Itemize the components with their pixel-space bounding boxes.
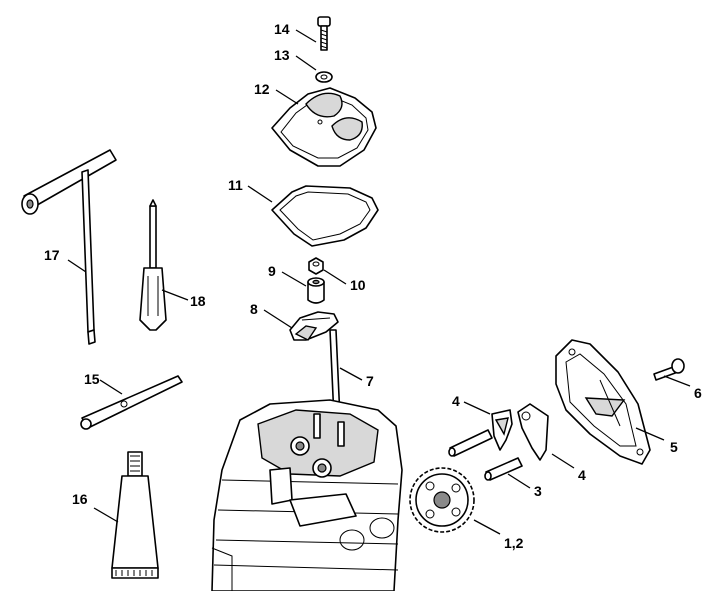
part-9-sleeve[interactable] bbox=[307, 277, 325, 304]
part-14-screw[interactable] bbox=[317, 16, 331, 51]
part-4-lever-a[interactable] bbox=[491, 409, 513, 451]
part-11-gasket[interactable] bbox=[271, 185, 379, 247]
callout-15: 15 bbox=[84, 371, 100, 387]
callout-7: 7 bbox=[366, 373, 374, 389]
part-15-spanner-tool[interactable] bbox=[80, 375, 183, 430]
callout-10: 10 bbox=[350, 277, 366, 293]
part-4-lever-b[interactable] bbox=[517, 403, 549, 461]
callout-14: 14 bbox=[274, 21, 290, 37]
part-13-washer[interactable] bbox=[315, 71, 333, 83]
part-6-screw[interactable] bbox=[653, 358, 685, 381]
leader-lines bbox=[67, 29, 691, 535]
part-3-pin[interactable] bbox=[484, 457, 523, 481]
callout-17: 17 bbox=[44, 247, 60, 263]
part-8-rocker-arm[interactable] bbox=[289, 311, 339, 341]
part-pin-a[interactable] bbox=[448, 429, 493, 457]
part-1-2-gear[interactable] bbox=[409, 467, 475, 533]
callout-13: 13 bbox=[274, 47, 290, 63]
callout-labels: 14 13 12 11 9 10 8 7 17 18 15 16 4 4 3 1… bbox=[44, 21, 702, 551]
part-17-t-wrench[interactable] bbox=[21, 149, 117, 345]
callout-8: 8 bbox=[250, 301, 258, 317]
part-12-valve-cover[interactable] bbox=[271, 87, 377, 167]
callout-5: 5 bbox=[670, 439, 678, 455]
callout-4-lower: 4 bbox=[578, 467, 586, 483]
callout-1-2: 1,2 bbox=[504, 535, 524, 551]
callout-4-upper: 4 bbox=[452, 393, 460, 409]
part-18-screwdriver[interactable] bbox=[139, 199, 167, 331]
callout-16: 16 bbox=[72, 491, 88, 507]
part-10-nut[interactable] bbox=[308, 257, 324, 275]
callout-6: 6 bbox=[694, 385, 702, 401]
callout-12: 12 bbox=[254, 81, 270, 97]
callout-18: 18 bbox=[190, 293, 206, 309]
callout-3: 3 bbox=[534, 483, 542, 499]
callout-9: 9 bbox=[268, 263, 276, 279]
engine-cylinder-block bbox=[211, 399, 403, 591]
callout-11: 11 bbox=[228, 177, 243, 193]
part-16-grease-tube[interactable] bbox=[111, 451, 159, 579]
part-5-cover-plate[interactable] bbox=[555, 339, 651, 465]
